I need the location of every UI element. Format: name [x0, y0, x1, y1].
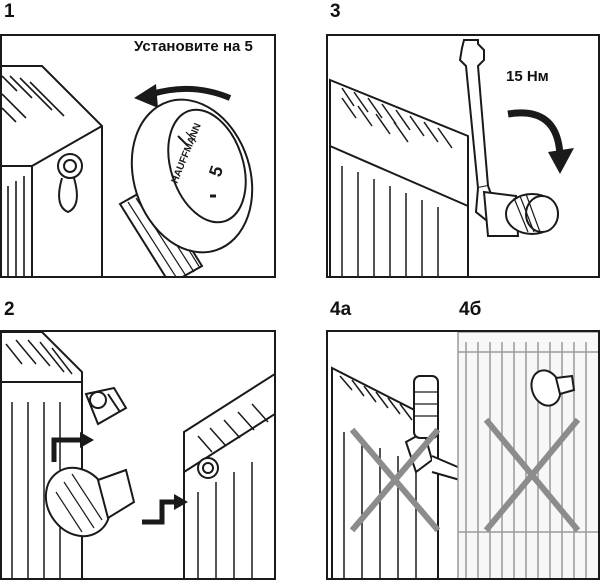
- step-4b-radiator: [457, 332, 598, 578]
- torque-arrow-head: [548, 148, 574, 174]
- step-4a-radiator: [331, 366, 479, 578]
- radiator-fins: [341, 166, 439, 276]
- step-2-illustration: [2, 332, 274, 578]
- radiator-left-grille: [5, 339, 73, 375]
- step-3-illustration: [329, 39, 574, 276]
- step-1-number: 1: [4, 1, 15, 22]
- thermostat-head-step1: [118, 98, 254, 276]
- torque-arrow-shaft: [507, 109, 564, 157]
- step-4-illustration: [331, 332, 598, 578]
- step-4a-number: 4а: [330, 299, 352, 320]
- radiator-body: [329, 78, 469, 276]
- radiator-right-fins: [197, 462, 253, 578]
- arrow-to-right-valve: [142, 499, 176, 525]
- step-1-illustration: HAUFFMANN 5: [2, 65, 254, 276]
- step-4a-cross: [349, 427, 441, 533]
- arrow-to-left-valve: [51, 437, 82, 462]
- step-1-panel: HAUFFMANN 5: [0, 34, 276, 278]
- radiator-grille: [2, 75, 65, 123]
- step-3-panel: [326, 34, 600, 278]
- radiator-left-fins: [11, 402, 61, 578]
- step-4b-cross: [483, 417, 581, 533]
- step-4-panel: [326, 330, 600, 580]
- radiator-body: [2, 65, 103, 276]
- step-1-caption: Установите на 5: [134, 38, 253, 55]
- step-2-panel: [0, 330, 276, 580]
- step-3-caption: 15 Нм: [506, 68, 549, 85]
- turn-arrow-head: [134, 84, 158, 108]
- step-4b-number: 4б: [459, 299, 482, 320]
- step-4b-valve: [530, 369, 576, 407]
- thermostat-head-vertical: [413, 375, 439, 439]
- radiator-left-body: [2, 332, 83, 578]
- turn-arrow-shaft: [151, 85, 232, 101]
- radiator-fins: [7, 176, 25, 276]
- step-2-number: 2: [4, 299, 15, 320]
- step-3-number: 3: [330, 1, 341, 22]
- wrench: [458, 39, 490, 190]
- radiator-grille: [341, 87, 453, 149]
- radiator-right-grille: [197, 403, 269, 453]
